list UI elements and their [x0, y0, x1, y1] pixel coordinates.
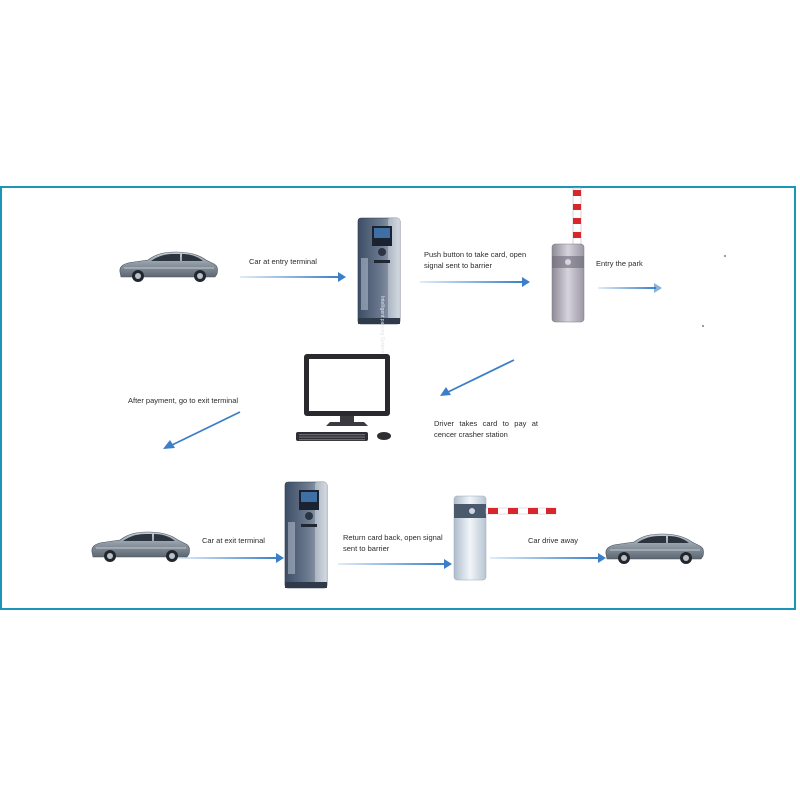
car-icon: [91, 531, 191, 563]
label-car-drive-away: Car drive away: [528, 536, 579, 545]
arrow: [420, 281, 524, 283]
label-car-entry: Car at entry terminal: [249, 257, 317, 266]
label-driver-takes: Driver takes card to pay at cencer crash…: [434, 419, 538, 439]
label-push-button: Push button to take card, open signal se…: [424, 250, 527, 270]
barrier-gate-icon: [551, 187, 585, 323]
arrow: [240, 276, 340, 278]
exit-terminal-icon: [284, 481, 328, 589]
label-return-card: Return card back, open signal sent to ba…: [343, 533, 443, 553]
label-car-exit: Car at exit terminal: [202, 536, 265, 545]
computer-icon: [296, 354, 391, 441]
arrow: [447, 359, 515, 393]
car-icon: [119, 251, 219, 283]
entry-terminal-icon: [357, 217, 401, 325]
arrow: [598, 287, 656, 289]
arrow: [178, 557, 278, 559]
label-entry-park: Entry the park: [596, 259, 643, 268]
arrow: [490, 557, 600, 559]
label-after-payment: After payment, go to exit terminal: [128, 396, 239, 405]
terminal-text: Intelligent parking System: [379, 296, 385, 353]
exit-barrier-icon: [453, 495, 557, 581]
arrow: [171, 411, 241, 446]
car-icon: [605, 533, 705, 565]
arrow: [338, 563, 446, 565]
